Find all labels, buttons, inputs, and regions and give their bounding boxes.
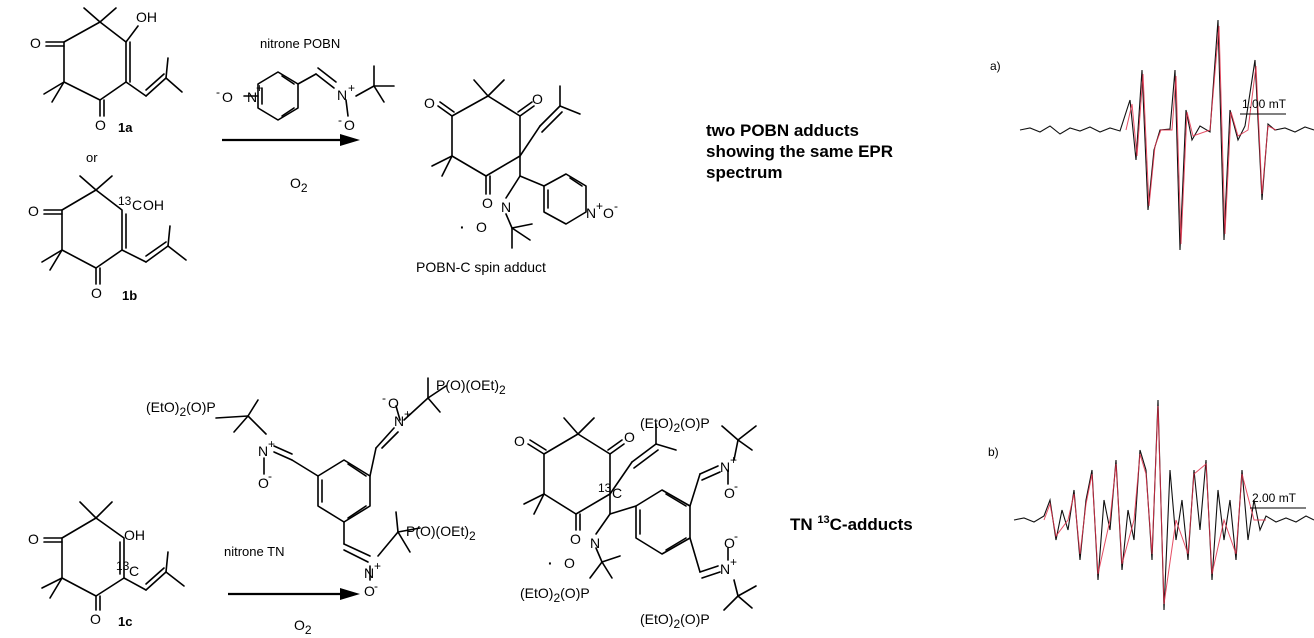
atom-hydroxyl-tail: OH <box>143 197 164 213</box>
atom-nitrogen: N <box>720 459 730 475</box>
isotope-label-13: 13 <box>118 194 132 208</box>
atom-hydroxyl: OH <box>124 527 145 543</box>
scale-label-a: 1.00 mT <box>1242 97 1287 111</box>
atom-oxygen: O <box>532 91 543 107</box>
or-connector: or <box>86 150 98 165</box>
atom-oxygen: O <box>724 485 735 501</box>
nitrone-tn-structure <box>215 377 447 581</box>
charge-plus: + <box>596 199 603 213</box>
charge-minus: - <box>268 469 272 483</box>
atom-oxygen: O <box>28 531 39 547</box>
reagent-label-tn: nitrone TN <box>224 544 284 559</box>
atom-oxygen: O <box>514 433 525 449</box>
compound-label-1a: 1a <box>118 120 133 135</box>
compound-1a-structure <box>43 7 183 117</box>
caption-line: spectrum <box>706 163 783 182</box>
charge-minus: - <box>374 579 378 593</box>
atom-oxygen: O <box>476 219 487 235</box>
radical-dot: · <box>548 555 553 571</box>
atom-nitrogen: N <box>590 535 600 551</box>
caption-line: showing the same EPR <box>706 142 894 161</box>
atom-oxygen: O <box>603 205 614 221</box>
atom-oxygen: O <box>388 395 399 411</box>
charge-minus: - <box>734 479 738 493</box>
atom-oxygen: O <box>28 203 39 219</box>
atom-oxygen: O <box>91 285 102 301</box>
reaction-arrow-bottom <box>228 588 360 600</box>
phosphonate-group-left: (EtO)2(O)P <box>640 611 710 631</box>
isotope-label-13: 13 <box>116 559 130 573</box>
phosphonate-group-left: (EtO)2(O)P <box>640 415 710 435</box>
compound-1c-structure <box>41 501 185 611</box>
atom-nitrogen: N <box>337 87 347 103</box>
reaction-arrow-top <box>222 134 360 146</box>
atom-nitrogen: N <box>586 205 596 221</box>
atom-oxygen: O <box>564 555 575 571</box>
scale-label-b: 2.00 mT <box>1252 491 1297 505</box>
oxidant-o2: O2 <box>290 175 308 195</box>
charge-plus: + <box>256 81 263 95</box>
charge-minus: - <box>614 199 618 213</box>
atom-oxygen: O <box>624 429 635 445</box>
charge-minus: - <box>338 113 342 127</box>
charge-plus: + <box>730 555 737 569</box>
caption-line: two POBN adducts <box>706 121 860 140</box>
nitrone-pobn-structure <box>243 65 395 121</box>
phosphonate-group-left: (EtO)2(O)P <box>146 399 216 419</box>
charge-plus: + <box>404 407 411 421</box>
atom-nitrogen: N <box>364 565 374 581</box>
oxidant-o2: O2 <box>294 617 312 637</box>
pobn-adduct-structure <box>431 79 587 249</box>
atom-nitrogen: N <box>501 199 511 215</box>
atom-oxygen: O <box>724 535 735 551</box>
atom-oxygen: O <box>482 195 493 211</box>
atom-nitrogen: N <box>247 89 257 105</box>
atom-hydroxyl: OH <box>136 9 157 25</box>
atom-carbon-13: C <box>612 485 622 501</box>
epr-spectrum-b <box>1013 399 1314 611</box>
atom-nitrogen: N <box>394 413 404 429</box>
charge-plus: + <box>730 453 737 467</box>
charge-minus: - <box>734 529 738 543</box>
atom-oxygen: O <box>570 531 581 547</box>
atom-oxygen: O <box>95 117 106 133</box>
atom-nitrogen: N <box>258 443 268 459</box>
atom-carbon-13: C <box>129 563 139 579</box>
atom-oxygen: O <box>258 475 269 491</box>
spectrum-panel-a: a) <box>990 59 1001 73</box>
phosphonate-group: P(O)(OEt)2 <box>406 523 476 543</box>
atom-oxygen: O <box>364 583 375 599</box>
atom-oxygen: O <box>424 95 435 111</box>
caption-tn-adducts: TN 13C-adducts <box>790 514 913 534</box>
compound-1b-structure <box>41 175 187 285</box>
reagent-label-pobn: nitrone POBN <box>260 36 340 51</box>
atom-nitrogen: N <box>720 561 730 577</box>
spectrum-panel-b: b) <box>988 445 999 459</box>
product-label-pobn-adduct: POBN-C spin adduct <box>416 259 546 275</box>
charge-plus: + <box>348 81 355 95</box>
atom-oxygen: O <box>90 611 101 627</box>
charge-plus: + <box>374 559 381 573</box>
isotope-label-13: 13 <box>598 481 612 495</box>
charge-plus: + <box>268 437 275 451</box>
tn-adduct-structure <box>523 417 757 611</box>
radical-dot: · <box>460 219 465 235</box>
phosphonate-group: P(O)(OEt)2 <box>436 377 506 397</box>
phosphonate-group-left: (EtO)2(O)P <box>520 585 590 605</box>
atom-oxygen: O <box>344 117 355 133</box>
compound-label-1b: 1b <box>122 288 137 303</box>
atom-carbon-13: C <box>132 197 142 213</box>
atom-oxygen: O <box>222 89 233 105</box>
atom-oxygen: O <box>30 35 41 51</box>
charge-minus: - <box>216 85 220 99</box>
epr-spectrum-a <box>1019 19 1314 251</box>
charge-minus: - <box>382 391 386 405</box>
compound-label-1c: 1c <box>118 614 132 629</box>
caption-two-pobn-adducts: two POBN adducts showing the same EPR sp… <box>706 120 893 183</box>
